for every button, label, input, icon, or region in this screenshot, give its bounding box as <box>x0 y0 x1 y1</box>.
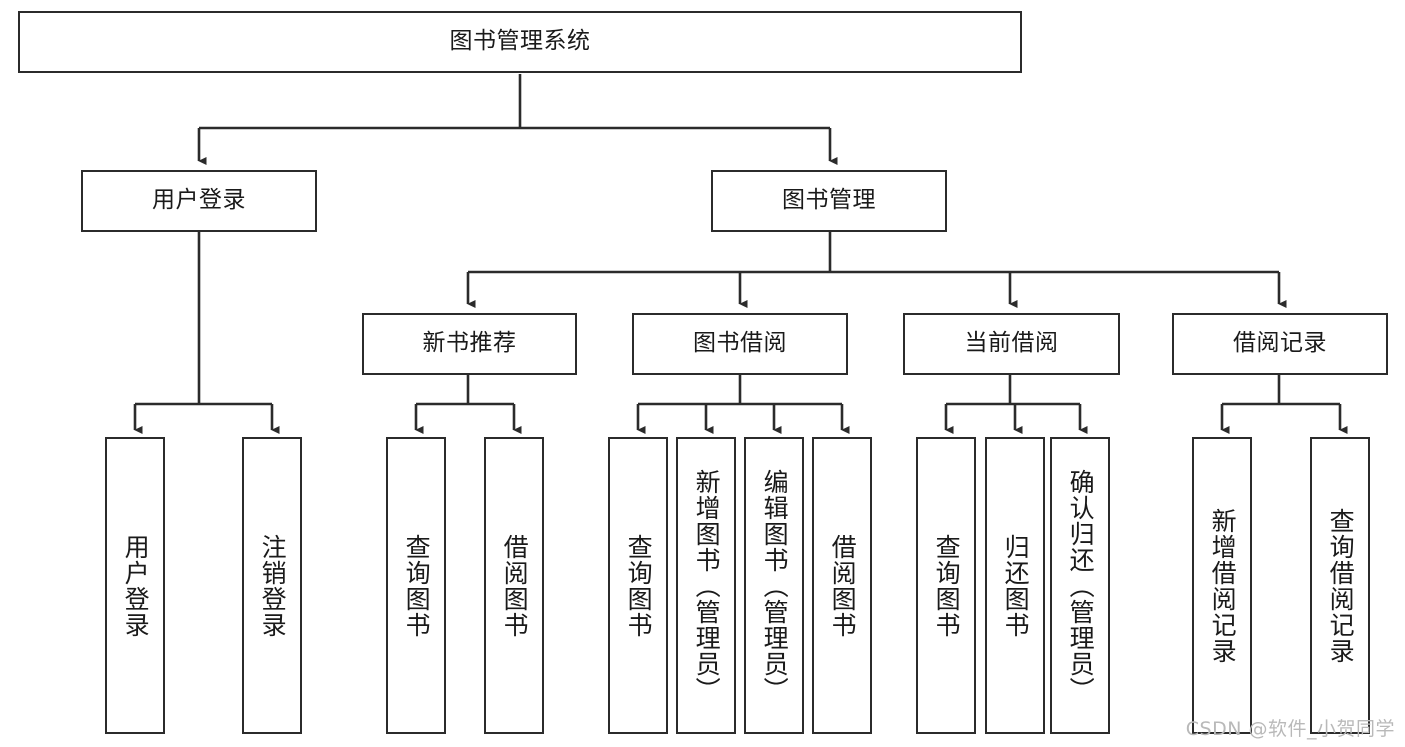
edges-user-login-to-leaves <box>133 232 280 434</box>
leaf-query-book-borrow[interactable]: 查询图书 <box>608 437 668 734</box>
node-borrow-record[interactable]: 借阅记录 <box>1172 313 1388 375</box>
edges-root-to-level2 <box>197 74 838 165</box>
edges-new-book-to-leaves <box>414 375 522 434</box>
node-label: 借阅图书 <box>500 533 530 638</box>
edges-current-borrow-to-leaves <box>944 375 1088 434</box>
node-label: 新书推荐 <box>422 330 517 357</box>
edges-book-mgmt-to-level3 <box>466 232 1287 308</box>
node-label: 编辑图书（管理员） <box>760 468 790 703</box>
node-user-login[interactable]: 用户登录 <box>81 170 317 232</box>
node-label: 借阅记录 <box>1233 330 1327 357</box>
node-label: 图书管理系统 <box>449 28 591 55</box>
leaf-edit-book-admin[interactable]: 编辑图书（管理员） <box>744 437 804 734</box>
node-root-system[interactable]: 图书管理系统 <box>18 11 1022 73</box>
node-label: 注销登录 <box>258 533 288 638</box>
edges-book-borrow-to-leaves <box>636 375 850 434</box>
node-label: 用户登录 <box>152 187 246 214</box>
leaf-add-book-admin[interactable]: 新增图书（管理员） <box>676 437 736 734</box>
node-book-management[interactable]: 图书管理 <box>711 170 947 232</box>
node-label: 图书管理 <box>782 187 876 214</box>
node-label: 查询借阅记录 <box>1326 507 1356 664</box>
node-label: 借阅图书 <box>828 533 858 638</box>
leaf-confirm-return-admin[interactable]: 确认归还（管理员） <box>1050 437 1110 734</box>
node-book-borrow[interactable]: 图书借阅 <box>632 313 848 375</box>
edges-borrow-record-to-leaves <box>1220 375 1348 434</box>
node-label: 查询图书 <box>402 533 432 638</box>
node-label: 图书借阅 <box>693 330 787 357</box>
leaf-user-login[interactable]: 用户登录 <box>105 437 165 734</box>
node-label: 当前借阅 <box>964 330 1059 357</box>
node-label: 查询图书 <box>624 533 654 638</box>
node-label: 确认归还（管理员） <box>1066 468 1096 703</box>
node-new-book-recommend[interactable]: 新书推荐 <box>362 313 577 375</box>
node-current-borrow[interactable]: 当前借阅 <box>903 313 1120 375</box>
leaf-borrow-book-recommend[interactable]: 借阅图书 <box>484 437 544 734</box>
node-label: 归还图书 <box>1001 533 1031 638</box>
leaf-borrow-book[interactable]: 借阅图书 <box>812 437 872 734</box>
leaf-return-book[interactable]: 归还图书 <box>985 437 1045 734</box>
leaf-query-book-current[interactable]: 查询图书 <box>916 437 976 734</box>
leaf-add-borrow-record[interactable]: 新增借阅记录 <box>1192 437 1252 734</box>
leaf-query-borrow-record[interactable]: 查询借阅记录 <box>1310 437 1370 734</box>
node-label: 用户登录 <box>121 533 151 638</box>
node-label: 查询图书 <box>932 533 962 638</box>
node-label: 新增图书（管理员） <box>692 468 722 703</box>
node-label: 新增借阅记录 <box>1208 507 1238 664</box>
watermark-text: CSDN @软件_小贺同学 <box>1185 718 1395 740</box>
leaf-logout[interactable]: 注销登录 <box>242 437 302 734</box>
leaf-query-book-recommend[interactable]: 查询图书 <box>386 437 446 734</box>
